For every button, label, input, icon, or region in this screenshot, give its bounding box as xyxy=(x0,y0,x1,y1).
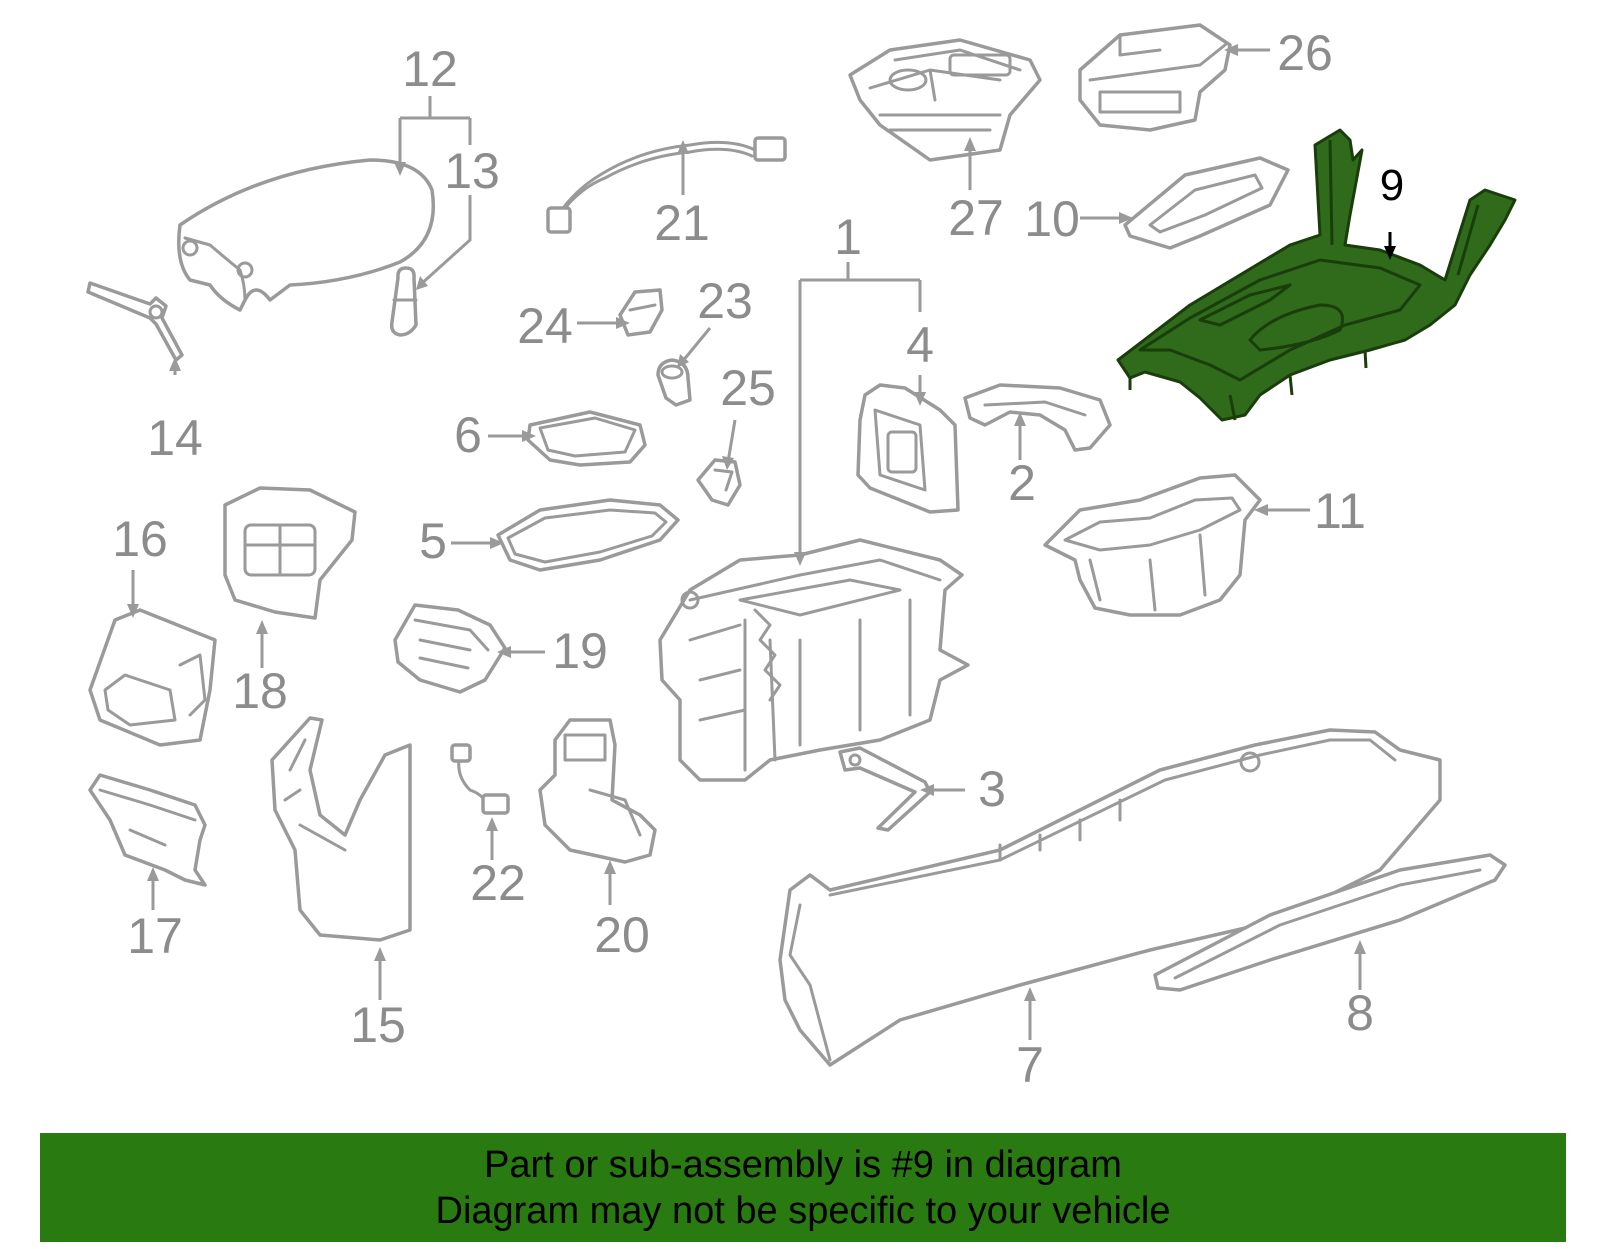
callout-13: 13 xyxy=(444,143,500,199)
callout-22: 22 xyxy=(470,855,526,911)
callout-23: 23 xyxy=(697,273,753,329)
callout-9: 9 xyxy=(1380,161,1404,210)
callout-20: 20 xyxy=(594,907,650,963)
callout-24: 24 xyxy=(517,298,573,354)
banner-line-part: Part or sub-assembly is #9 in diagram xyxy=(484,1143,1122,1186)
part-26-switch-panel[interactable] xyxy=(1078,23,1232,132)
callout-12: 12 xyxy=(402,41,458,97)
callout-1: 1 xyxy=(834,209,862,265)
part-24-clip[interactable] xyxy=(618,288,664,337)
callout-5: 5 xyxy=(419,513,447,569)
callout-18: 18 xyxy=(232,663,288,719)
part-13-bumper[interactable] xyxy=(389,266,418,337)
callout-27: 27 xyxy=(948,190,1004,246)
part-18-vent-panel[interactable] xyxy=(223,486,357,620)
callout-14: 14 xyxy=(147,410,203,466)
part-1-console-body[interactable] xyxy=(658,538,970,782)
callout-8: 8 xyxy=(1346,985,1374,1041)
part-3-bracket[interactable] xyxy=(838,746,932,832)
callout-15: 15 xyxy=(350,997,406,1053)
part-12-armrest-lid[interactable] xyxy=(177,158,436,312)
part-17-bracket[interactable] xyxy=(88,773,207,887)
callout-26: 26 xyxy=(1277,25,1333,81)
part-9-console-panel-highlighted[interactable] xyxy=(1116,128,1517,422)
part-11-cup-holder[interactable] xyxy=(1043,473,1262,617)
part-27-shift-switch[interactable] xyxy=(848,38,1042,162)
callout-3: 3 xyxy=(978,761,1006,817)
part-22-harness[interactable] xyxy=(450,743,510,815)
callout-19: 19 xyxy=(552,623,608,679)
callout-10: 10 xyxy=(1024,191,1080,247)
part-19-vent[interactable] xyxy=(393,603,507,694)
part-5-gasket[interactable] xyxy=(496,498,680,572)
part-4-bracket[interactable] xyxy=(856,383,960,514)
callout-11: 11 xyxy=(1314,483,1366,539)
part-25-bracket[interactable] xyxy=(696,458,742,507)
callout-6: 6 xyxy=(454,407,482,463)
part-14-hinge-rod[interactable] xyxy=(86,281,184,362)
callout-21: 21 xyxy=(654,195,710,251)
part-21-wire-harness[interactable] xyxy=(546,136,787,234)
part-15-rear-panel[interactable] xyxy=(270,716,412,942)
part-10-trim-bezel[interactable] xyxy=(1123,156,1290,250)
callout-25: 25 xyxy=(720,360,776,416)
part-20-housing[interactable] xyxy=(538,718,657,864)
callout-17: 17 xyxy=(127,908,183,964)
callout-4: 4 xyxy=(906,317,934,373)
part-16-console-cover[interactable] xyxy=(88,608,217,747)
leader-arrowheads xyxy=(127,44,1396,1001)
part-6-mat[interactable] xyxy=(526,410,647,467)
callout-2: 2 xyxy=(1008,455,1036,511)
callout-7: 7 xyxy=(1016,1037,1044,1093)
info-banner: Part or sub-assembly is #9 in diagram Di… xyxy=(40,1133,1566,1242)
banner-line-disclaimer: Diagram may not be specific to your vehi… xyxy=(435,1189,1171,1232)
callout-labels: 12 13 14 21 27 26 10 9 24 23 25 6 5 1 4 … xyxy=(112,25,1404,1093)
part-7-side-panel[interactable] xyxy=(778,728,1442,1067)
part-8-trim-strip[interactable] xyxy=(1153,853,1507,992)
part-2-bracket[interactable] xyxy=(963,383,1112,452)
part-23-connector[interactable] xyxy=(656,358,692,407)
callout-16: 16 xyxy=(112,511,168,567)
